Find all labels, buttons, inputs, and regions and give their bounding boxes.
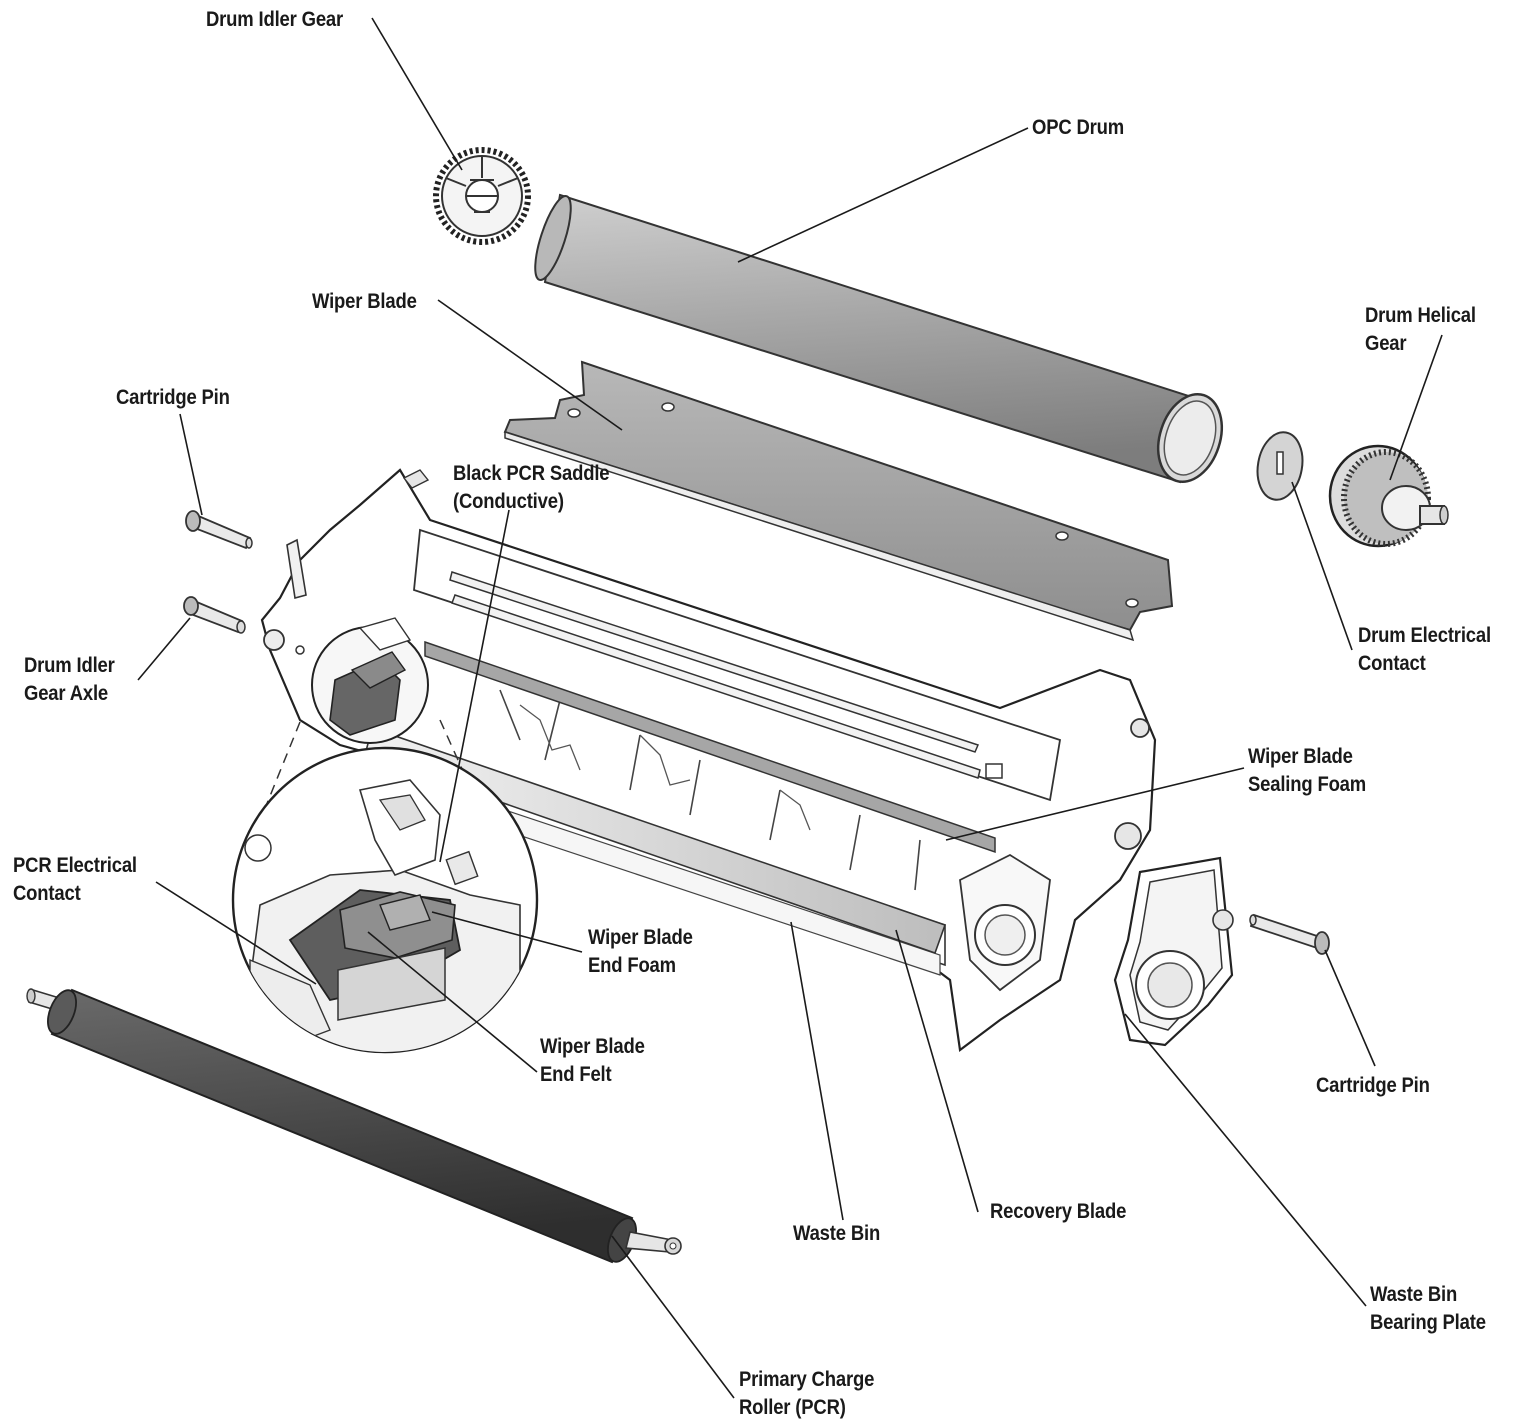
zoom-source-circle: [311, 617, 429, 744]
wiper-blade-sealing-foam: [424, 640, 996, 854]
label-opc-drum-text: OPC Drum: [1032, 116, 1125, 139]
label-wiper-blade-end-felt-line1: Wiper Blade: [540, 1035, 645, 1058]
leader-pcr-electrical-contact: [155, 881, 317, 985]
label-drum-electrical-contact: Drum Electrical Contact: [1358, 622, 1491, 678]
leader-cartridge-pin-left: [179, 413, 203, 516]
label-drum-helical-gear: Drum Helical Gear: [1365, 302, 1476, 358]
leader-drum-helical-gear: [1389, 334, 1443, 481]
label-waste-bin-bearing-plate-line1: Waste Bin: [1370, 1283, 1458, 1306]
label-waste-bin-bearing-plate: Waste Bin Bearing Plate: [1370, 1281, 1486, 1337]
leader-wiper-blade: [437, 299, 623, 431]
label-opc-drum: OPC Drum: [1032, 114, 1124, 142]
leader-opc-drum: [737, 127, 1029, 263]
leader-wiper-blade-sealing-foam: [945, 767, 1245, 841]
label-drum-idler-gear-axle: Drum Idler Gear Axle: [24, 652, 115, 708]
zoom-detail-circle: [231, 746, 539, 1054]
label-wiper-blade-text: Wiper Blade: [312, 290, 417, 313]
leader-waste-bin: [790, 921, 844, 1221]
label-drum-idler-gear-axle-line2: Gear Axle: [24, 682, 109, 705]
leader-wiper-blade-end-felt: [367, 931, 538, 1073]
label-primary-charge-roller: Primary Charge Roller (PCR): [739, 1366, 874, 1422]
label-recovery-blade-text: Recovery Blade: [990, 1200, 1127, 1223]
label-drum-idler-gear-axle-line1: Drum Idler: [24, 654, 115, 677]
waste-bin-bearing-plate: [1113, 856, 1234, 1047]
cartridge-pin-right: [1249, 913, 1330, 955]
leader-black-pcr-saddle: [439, 509, 510, 863]
leader-drum-idler-gear-axle: [137, 617, 191, 681]
label-primary-charge-roller-line2: Roller (PCR): [739, 1396, 846, 1419]
label-cartridge-pin-right: Cartridge Pin: [1316, 1072, 1430, 1100]
primary-charge-roller: [26, 988, 682, 1264]
label-wiper-blade-sealing-foam-line1: Wiper Blade: [1248, 745, 1353, 768]
label-drum-helical-gear-line2: Gear: [1365, 332, 1407, 355]
label-pcr-electrical-contact-line2: Contact: [13, 882, 81, 905]
drum-helical-gear: [1328, 444, 1449, 548]
leader-wiper-blade-end-foam: [431, 911, 583, 953]
cartridge-pin-left: [185, 510, 253, 550]
label-wiper-blade-end-felt: Wiper Blade End Felt: [540, 1033, 645, 1089]
label-waste-bin-bearing-plate-line2: Bearing Plate: [1370, 1311, 1486, 1334]
leader-drum-electrical-contact: [1291, 481, 1353, 651]
label-primary-charge-roller-line1: Primary Charge: [739, 1368, 875, 1391]
label-wiper-blade: Wiper Blade: [312, 288, 417, 316]
label-wiper-blade-end-foam-line2: End Foam: [588, 954, 676, 977]
leader-lines: [137, 17, 1443, 1399]
leader-drum-idler-gear: [371, 17, 463, 171]
label-cartridge-pin-left: Cartridge Pin: [116, 384, 230, 412]
leader-waste-bin-bearing-plate: [1124, 1013, 1367, 1307]
label-wiper-blade-end-foam-line1: Wiper Blade: [588, 926, 693, 949]
label-waste-bin: Waste Bin: [793, 1220, 880, 1248]
label-pcr-electrical-contact-line1: PCR Electrical: [13, 854, 137, 877]
leader-cartridge-pin-right: [1324, 949, 1376, 1067]
label-cartridge-pin-left-text: Cartridge Pin: [116, 386, 230, 409]
label-drum-idler-gear-text: Drum Idler Gear: [206, 8, 344, 31]
label-black-pcr-saddle-line1: Black PCR Saddle: [453, 462, 610, 485]
wiper-blade: [503, 360, 1174, 642]
label-cartridge-pin-right-text: Cartridge Pin: [1316, 1074, 1430, 1097]
label-drum-electrical-contact-line1: Drum Electrical: [1358, 624, 1491, 647]
label-drum-helical-gear-line1: Drum Helical: [1365, 304, 1476, 327]
leader-recovery-blade: [895, 929, 979, 1213]
label-wiper-blade-end-foam: Wiper Blade End Foam: [588, 924, 693, 980]
label-black-pcr-saddle: Black PCR Saddle (Conductive): [453, 460, 610, 516]
drum-idler-gear-axle: [183, 596, 246, 634]
drum-idler-gear: [433, 147, 531, 245]
label-pcr-electrical-contact: PCR Electrical Contact: [13, 852, 137, 908]
leader-primary-charge-roller: [611, 1235, 735, 1399]
drum-electrical-contact: [1256, 431, 1304, 501]
label-recovery-blade: Recovery Blade: [990, 1198, 1126, 1226]
opc-drum: [534, 193, 1223, 484]
label-drum-idler-gear: Drum Idler Gear: [206, 6, 343, 34]
label-drum-electrical-contact-line2: Contact: [1358, 652, 1426, 675]
label-wiper-blade-sealing-foam-line2: Sealing Foam: [1248, 773, 1367, 796]
label-wiper-blade-sealing-foam: Wiper Blade Sealing Foam: [1248, 743, 1366, 799]
label-waste-bin-text: Waste Bin: [793, 1222, 881, 1245]
recovery-blade: [364, 726, 947, 955]
label-wiper-blade-end-felt-line2: End Felt: [540, 1063, 612, 1086]
label-black-pcr-saddle-line2: (Conductive): [453, 490, 564, 513]
